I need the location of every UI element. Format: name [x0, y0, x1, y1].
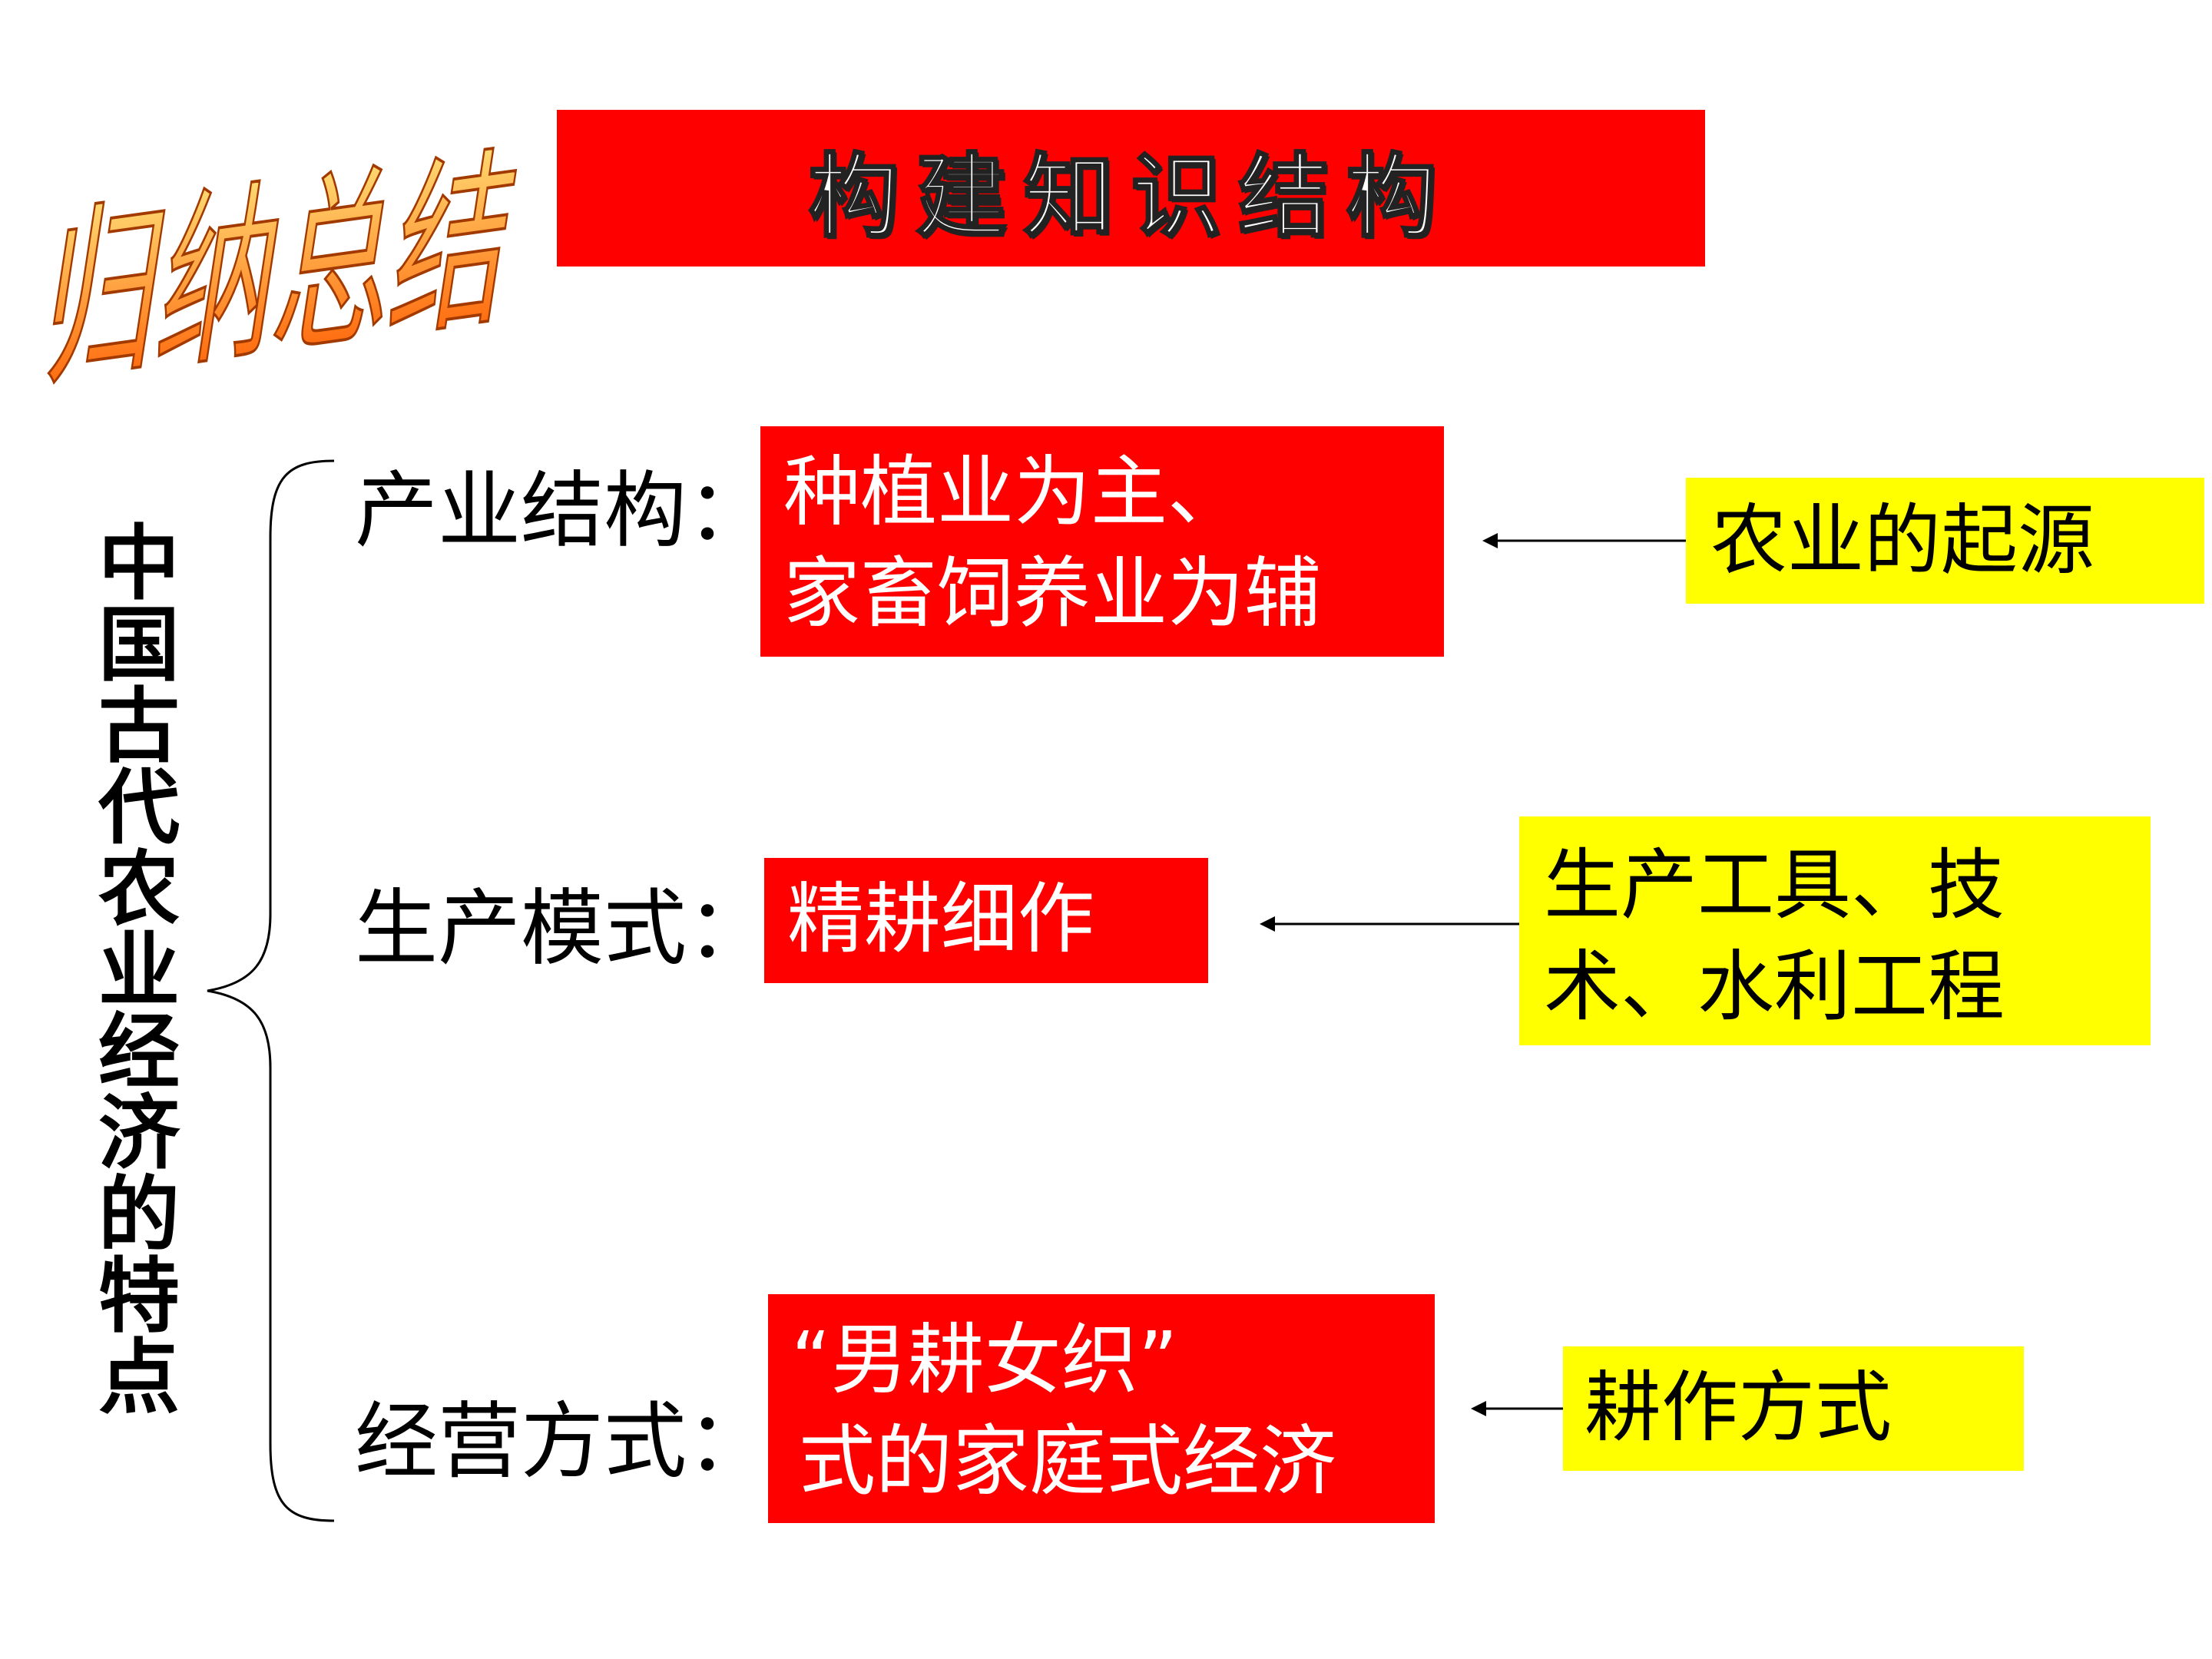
title-banner: 构建知识结构: [557, 110, 1705, 267]
feature-box-production: 精耕细作: [764, 858, 1208, 983]
feature-box-industry: 种植业为主、 家畜饲养业为辅: [760, 426, 1444, 657]
source-line: 耕作方式: [1584, 1363, 1892, 1452]
source-box-origin: 农业的起源: [1686, 478, 2204, 604]
source-line: 生产工具、技: [1544, 840, 2005, 930]
feature-line: 种植业为主、: [783, 447, 1244, 537]
arrowhead: [1471, 1401, 1486, 1416]
main-topic: 中国古代农业经济的特点: [84, 520, 179, 1416]
label-production-mode: 生产模式：: [355, 881, 770, 977]
banner-title: 构建知识结构: [807, 141, 1454, 250]
arrowhead: [1260, 916, 1275, 932]
feature-line: 家畜饲养业为辅: [783, 548, 1321, 638]
source-line: 术、水利工程: [1544, 942, 2005, 1031]
source-box-tools: 生产工具、技 术、水利工程: [1519, 816, 2151, 1045]
source-line: 农业的起源: [1710, 495, 2094, 585]
grouping-brace: [207, 459, 335, 1522]
feature-line: 式的家庭式经济: [799, 1416, 1336, 1506]
label-operation-method: 经营方式：: [355, 1394, 770, 1490]
feature-line: 精耕细作: [787, 874, 1094, 964]
arrowhead: [1482, 533, 1498, 548]
label-industry-structure: 产业结构：: [355, 463, 770, 559]
source-box-farming: 耕作方式: [1563, 1346, 2024, 1471]
summary-logo: 归纳总结: [35, 128, 517, 416]
feature-line: “男耕女织”: [791, 1315, 1178, 1405]
feature-box-operation: “男耕女织” 式的家庭式经济: [768, 1294, 1435, 1523]
